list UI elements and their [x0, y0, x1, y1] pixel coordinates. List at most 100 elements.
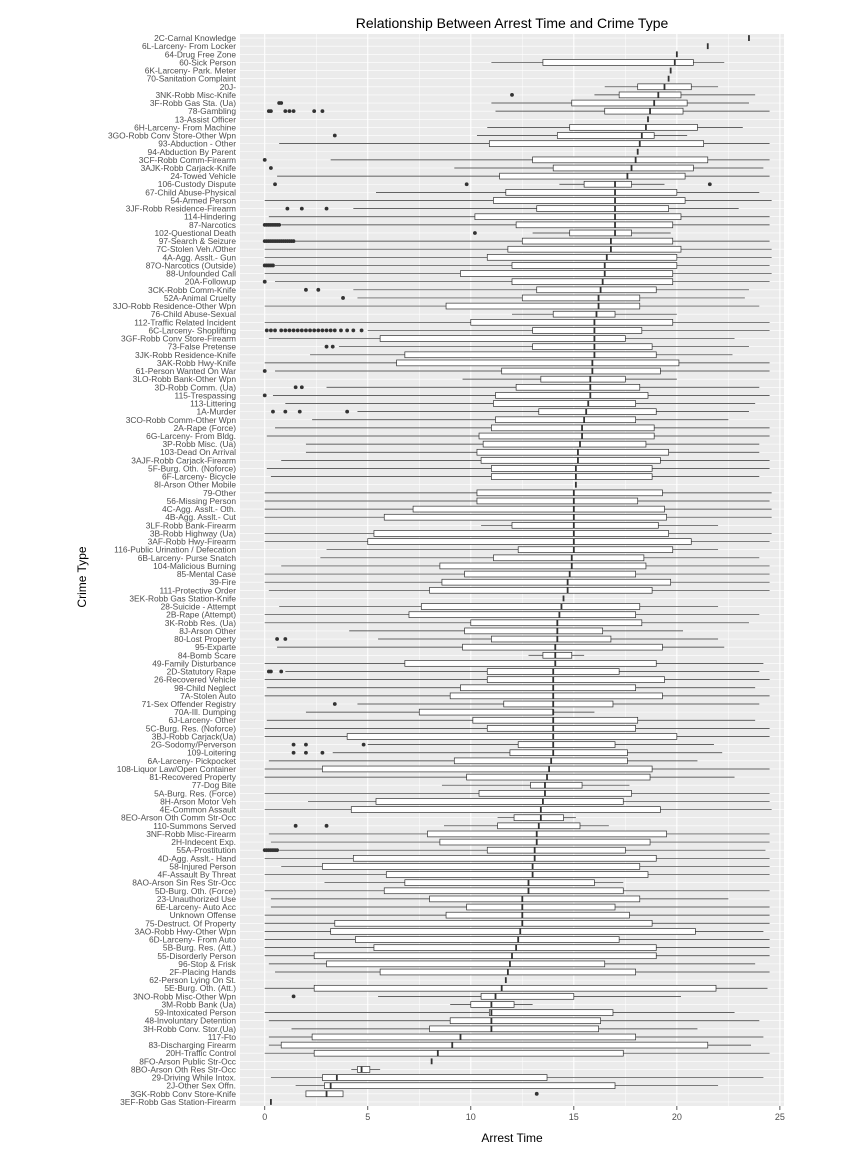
category-label: 3CK-Robb Comm-Knife	[148, 285, 236, 295]
category-label: 76-Child Abuse-Sexual	[151, 309, 236, 319]
outlier-point	[304, 328, 308, 333]
outlier-point	[328, 328, 333, 333]
category-label: 106-Custody Dispute	[158, 179, 237, 189]
category-label: 7A-Stolen Auto	[180, 691, 236, 701]
box	[404, 351, 657, 359]
chart-title: Relationship Between Arrest Time and Cri…	[356, 15, 669, 31]
x-tick-label: 10	[466, 1112, 476, 1122]
outlier-point	[330, 344, 335, 349]
category-label: 3K-Robb Res. (Ua)	[165, 618, 236, 628]
x-tick-label: 20	[672, 1112, 682, 1122]
box	[517, 741, 616, 748]
outlier-point	[324, 344, 329, 349]
box	[511, 278, 674, 285]
category-label: 39-Fire	[209, 577, 236, 587]
outlier-point	[279, 669, 284, 674]
box	[540, 375, 626, 383]
category-label: 3NF-Robb Misc-Firearm	[146, 829, 236, 839]
outlier-point	[271, 263, 275, 268]
category-label: 87O-Narcotics (Outside)	[146, 260, 236, 270]
box	[334, 919, 653, 927]
outlier-point	[332, 328, 337, 333]
box	[530, 781, 583, 789]
category-label: 70-Sanitation Complaint	[147, 74, 237, 84]
box	[507, 245, 682, 253]
category-label: 8H-Arson Motor Veh	[160, 796, 236, 806]
box	[311, 1033, 636, 1041]
category-label: 112-Traffic Related Incident	[134, 317, 236, 327]
outlier-point	[361, 742, 366, 747]
category-label: 4E-Common Assault	[160, 805, 237, 815]
category-label: 3GO-Robb Conv Store-Other Wpn	[108, 131, 236, 141]
outlier-point	[320, 750, 325, 755]
category-label: 4D-Agg. Asslt.- Hand	[158, 853, 237, 863]
category-label: 3LF-Robb Bank-Firearm	[146, 520, 236, 530]
box	[493, 400, 636, 407]
outlier-point	[312, 109, 317, 114]
box	[509, 749, 628, 757]
outlier-point	[299, 328, 304, 333]
category-label: 29-Driving While Intox.	[152, 1073, 236, 1083]
category-label: 49-Family Disturbance	[152, 658, 236, 668]
category-label: 6D-Larceny- From Auto	[149, 935, 236, 945]
x-tick-label: 25	[775, 1112, 785, 1122]
category-label: 64-Drug Free Zone	[165, 49, 237, 59]
outlier-point	[299, 206, 304, 211]
category-label: 8I-Arson Other Mobile	[154, 480, 236, 490]
box	[472, 716, 639, 724]
category-label: 96-Stop & Frisk	[178, 959, 237, 969]
outlier-point	[316, 287, 321, 292]
box	[488, 140, 704, 147]
outlier-point	[339, 328, 343, 333]
box	[313, 952, 657, 960]
category-label: 6E-Larceny- Auto Acc	[155, 902, 236, 912]
box	[412, 505, 665, 513]
category-label: 56-Missing Person	[167, 496, 237, 506]
category-label: 94-Abduction By Parent	[148, 147, 237, 157]
box	[476, 489, 663, 497]
category-label: 5E-Burg. Oth. (Att.)	[164, 983, 236, 993]
category-label: 5D-Burg. Oth. (Force)	[155, 886, 236, 896]
y-axis-title: Crime Type	[75, 546, 89, 607]
category-label: 3M-Robb Bank (Ua)	[162, 999, 237, 1009]
outlier-point	[320, 328, 325, 333]
outlier-point	[285, 206, 290, 211]
category-label: 5F-Burg. Oth. (Noforce)	[148, 463, 236, 473]
category-label: 52A-Animal Cruelty	[164, 293, 237, 303]
category-label: 4C-Agg. Asslt.- Oth.	[162, 504, 236, 514]
category-label: 58-Injured Person	[169, 861, 236, 871]
outlier-point	[320, 109, 325, 114]
outlier-point	[262, 279, 267, 284]
panel-background	[240, 34, 784, 1106]
box	[503, 700, 614, 708]
box	[429, 587, 653, 594]
x-tick-label: 0	[262, 1112, 267, 1122]
category-label: 104-Malicious Burning	[153, 561, 236, 571]
category-label: 3AJF-Robb Carjack-Firearm	[131, 455, 236, 465]
category-label: 6G-Larceny- From Bldg.	[146, 431, 236, 441]
box	[569, 229, 632, 237]
box	[482, 440, 647, 448]
outlier-point	[291, 750, 296, 755]
outlier-point	[304, 750, 308, 755]
box	[552, 310, 616, 318]
category-label: 3AF-Robb Hwy-Firearm	[148, 537, 236, 547]
category-label: 3H-Robb Conv. Stor.(Ua)	[143, 1024, 236, 1034]
outlier-point	[304, 287, 308, 292]
category-label: 6B-Larceny- Purse Snatch	[138, 553, 237, 563]
box	[515, 221, 674, 229]
box	[478, 432, 655, 440]
box	[326, 960, 606, 968]
outlier-point	[332, 133, 337, 138]
category-label: Unknown Offense	[170, 910, 237, 920]
box	[367, 538, 692, 545]
box	[501, 367, 661, 375]
category-label: 5A-Burg. Res. (Force)	[154, 788, 236, 798]
box	[324, 1082, 616, 1089]
category-label: 2J-Other Sex Offn.	[166, 1081, 236, 1091]
category-label: 61-Person Wanted On War	[136, 366, 237, 376]
box	[532, 343, 653, 350]
category-label: 103-Dead On Arrival	[160, 447, 236, 457]
outlier-point	[269, 669, 273, 674]
category-label: 6H-Larceny- From Machine	[134, 122, 236, 132]
